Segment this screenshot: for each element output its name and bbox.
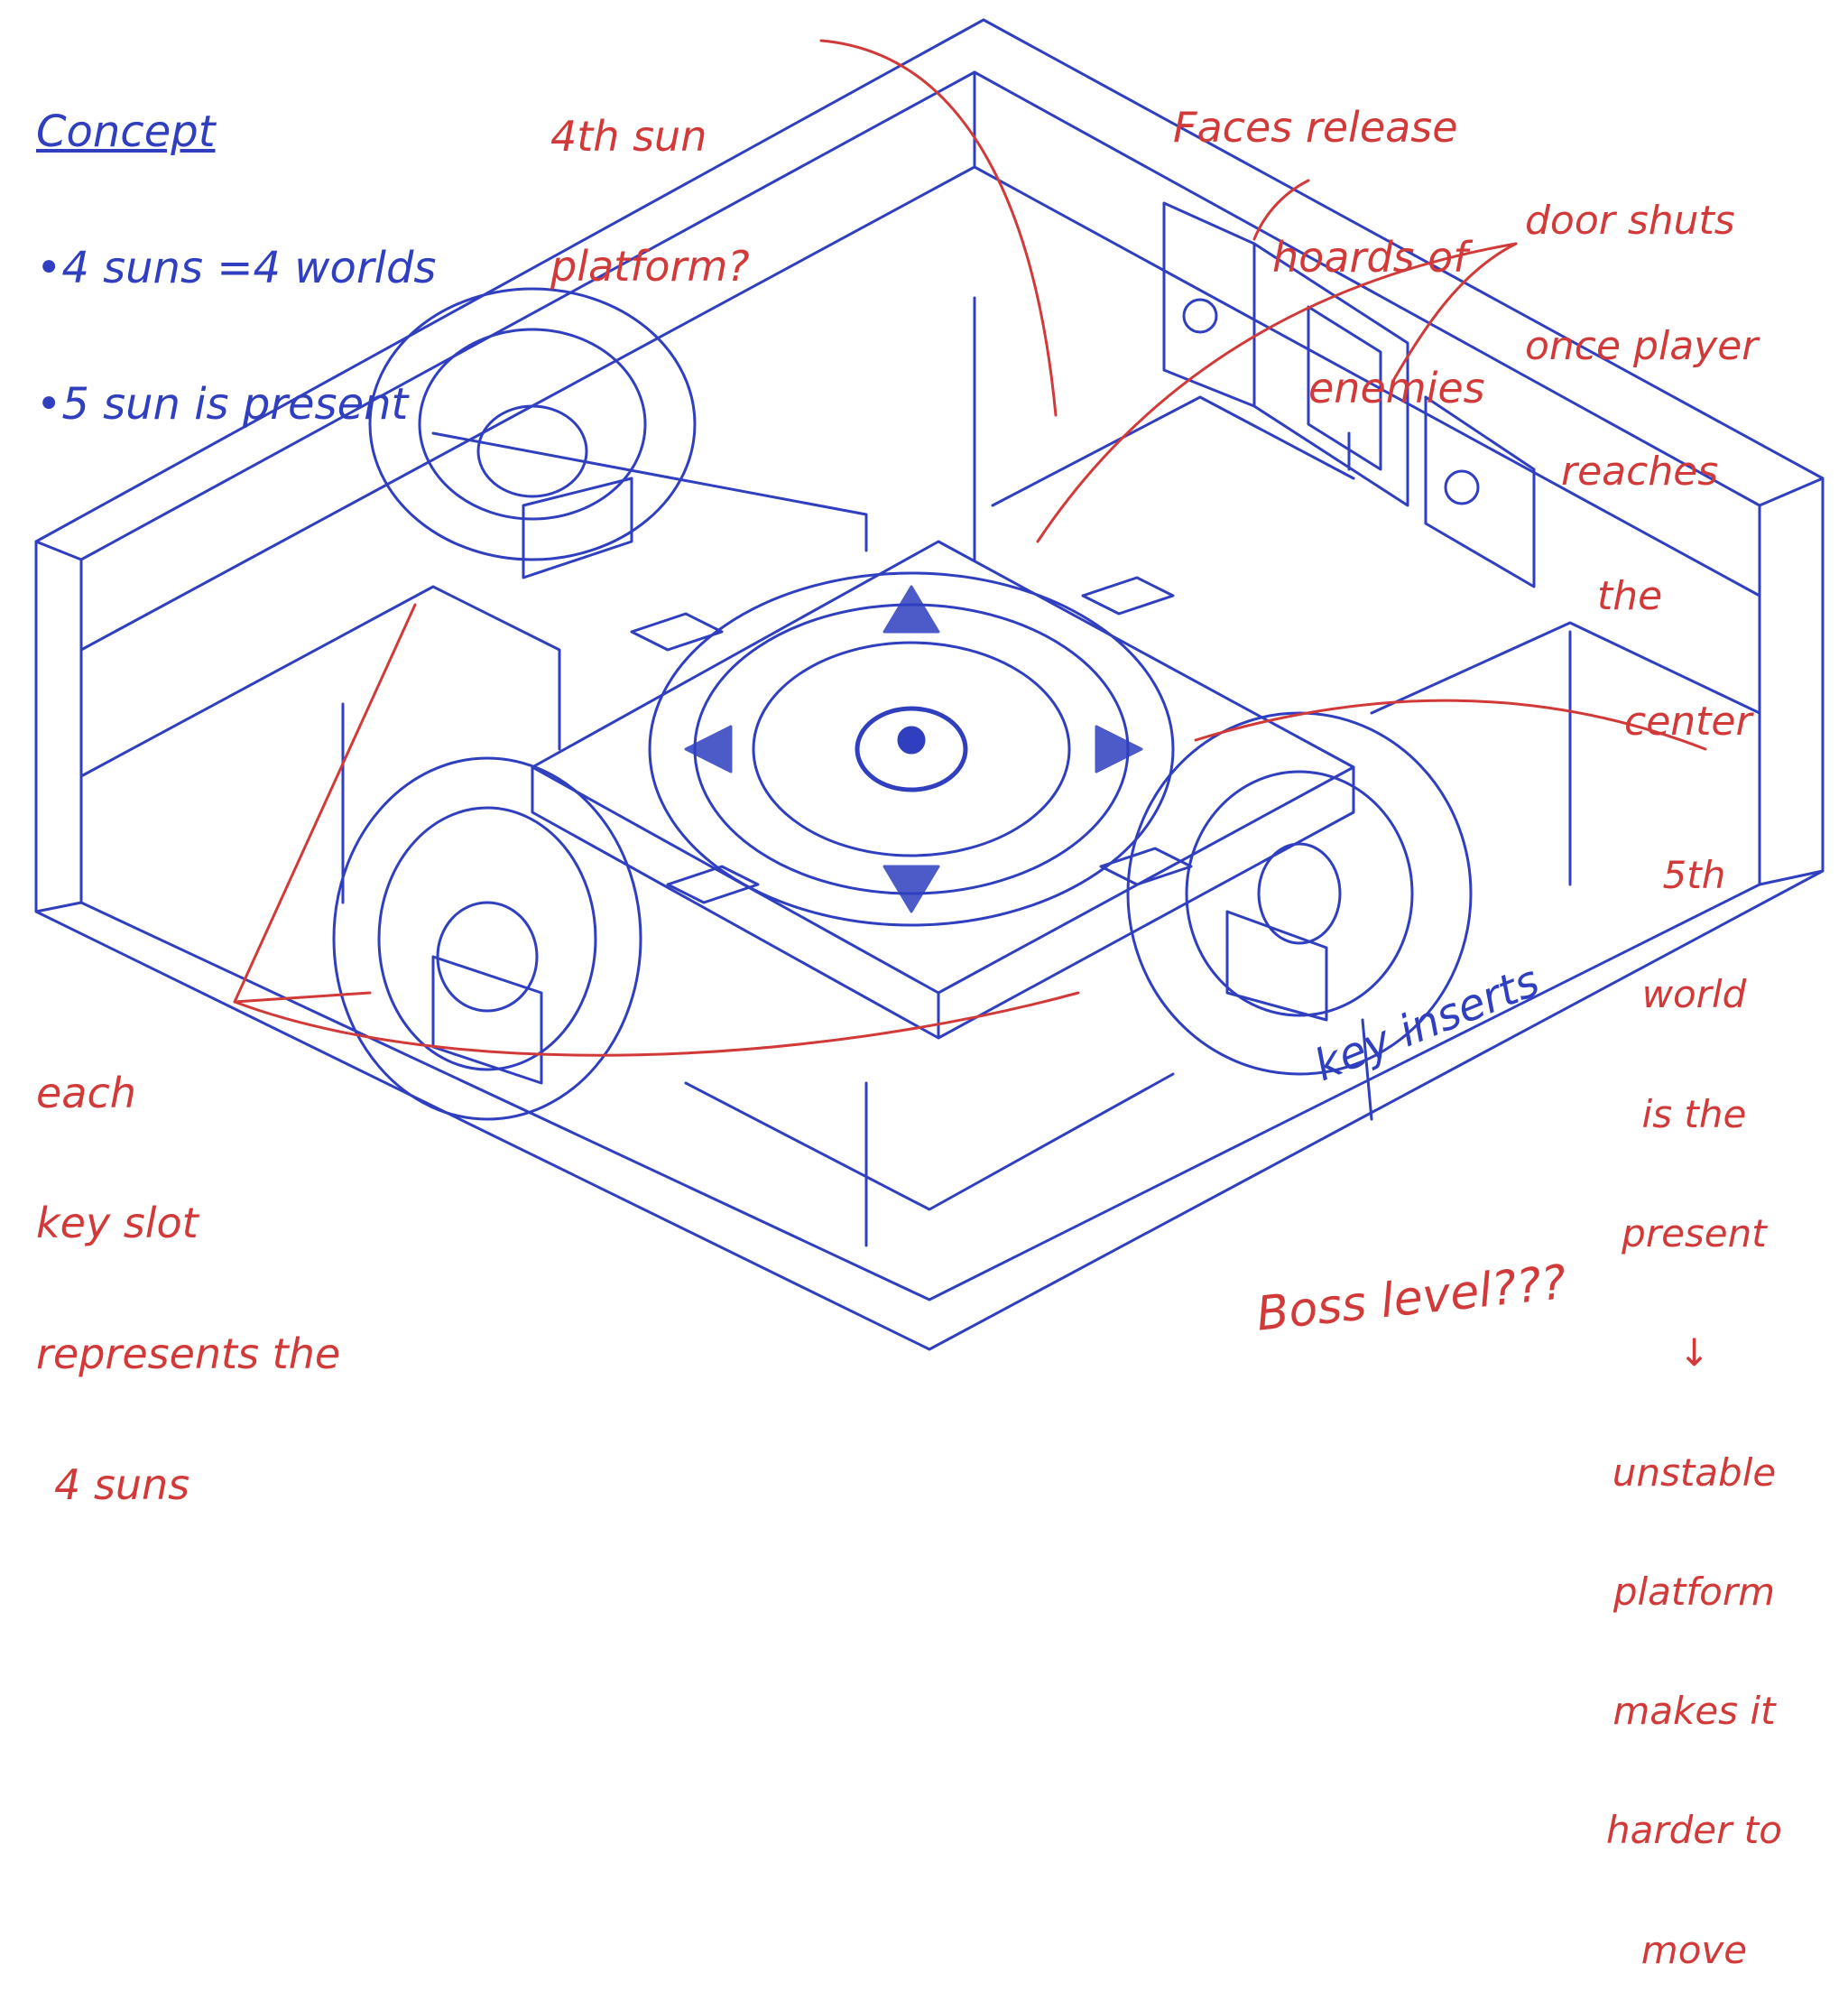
note-key-slot-line-3: represents the <box>36 1332 340 1376</box>
note-5th-world-line-8: makes it <box>1606 1691 1782 1731</box>
note-faces-line-1: Faces release <box>1173 106 1485 149</box>
note-5th-world-line-5: ↓ <box>1606 1333 1782 1373</box>
note-5th-world-line-4: present <box>1606 1214 1782 1254</box>
note-5th-world-line-2: world <box>1606 975 1782 1014</box>
note-4th-sun-line-1: 4th sun <box>550 115 750 158</box>
concept-block: Concept •4 suns =4 worlds •5 sun is pres… <box>36 18 436 473</box>
note-key-slot-line-2: key slot <box>36 1201 340 1245</box>
note-door-line-1: door shuts <box>1525 200 1758 242</box>
concept-bullet-1: •4 suns =4 worlds <box>36 245 436 291</box>
note-faces-line-2: hoards of <box>1173 236 1485 279</box>
concept-bullet-2: •5 sun is present <box>36 382 436 427</box>
note-5th-world-line-6: unstable <box>1606 1453 1782 1493</box>
note-door-line-4: the <box>1525 576 1758 617</box>
note-key-slot-line-4: 4 suns <box>36 1463 340 1506</box>
arrow-key-slot-3 <box>235 993 1078 1055</box>
note-key-slot-line-1: each <box>36 1071 340 1115</box>
note-faces: Faces release hoards of enemies <box>1173 18 1485 454</box>
concept-heading: Concept <box>36 109 436 154</box>
note-4th-sun: 4th sun platform? <box>550 27 750 332</box>
note-5th-world-line-10: move <box>1606 1931 1782 1970</box>
note-5th-world-line-9: harder to <box>1606 1811 1782 1850</box>
note-5th-world-line-1: 5th <box>1606 856 1782 895</box>
note-4th-sun-line-2: platform? <box>550 245 750 288</box>
note-door-line-3: reaches <box>1525 451 1758 493</box>
sun-disc-front-left <box>334 758 641 1119</box>
note-5th-world: 5th world is the present ↓ unstable plat… <box>1606 776 1782 2010</box>
note-faces-line-3: enemies <box>1173 366 1485 410</box>
arrow-key-slot-1 <box>235 605 415 1002</box>
note-key-slot: each key slot represents the 4 suns <box>36 984 340 1551</box>
note-door-line-5: center <box>1525 701 1758 743</box>
note-5th-world-line-3: is the <box>1606 1095 1782 1135</box>
note-5th-world-line-7: platform <box>1606 1572 1782 1612</box>
note-door: door shuts once player reaches the cente… <box>1525 117 1758 784</box>
note-door-line-2: once player <box>1525 326 1758 367</box>
